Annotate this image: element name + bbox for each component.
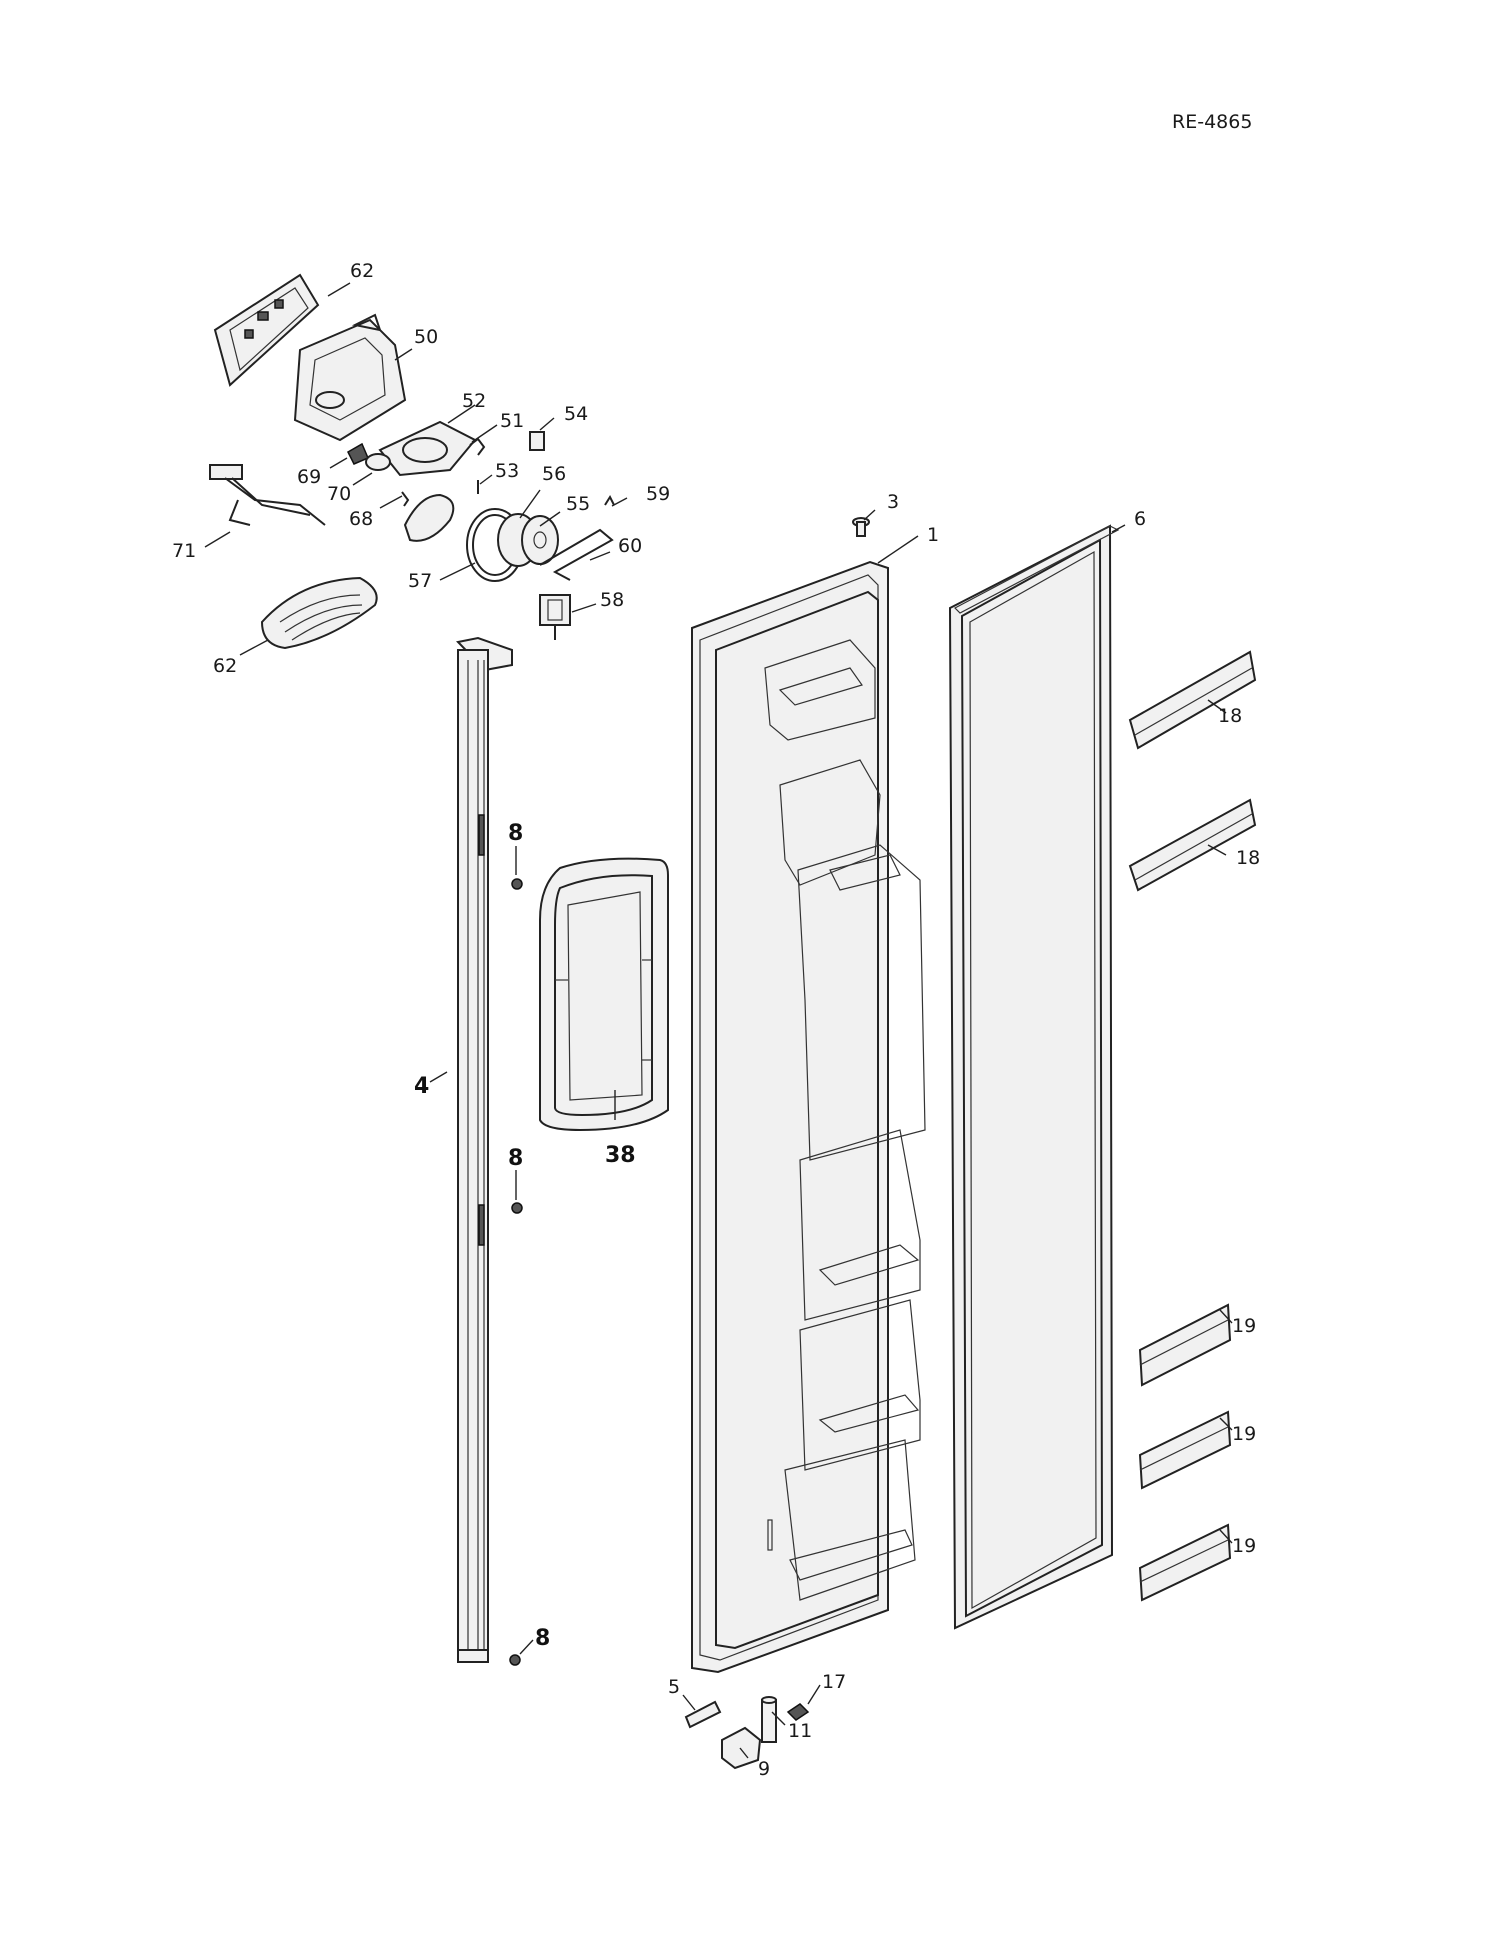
lamp-socket-part (347, 442, 391, 471)
bin-19c-part (1138, 1523, 1232, 1602)
door-gasket-part (948, 524, 1120, 1630)
bin-19b-part (1138, 1410, 1232, 1490)
callout-57: 57 (408, 570, 432, 592)
actuator-part (403, 493, 455, 542)
bin-18b-part (1128, 798, 1257, 892)
hinge-plate-part (684, 1700, 722, 1729)
callout-19-upper: 19 (1232, 1315, 1256, 1337)
callout-56: 56 (542, 463, 566, 485)
hinge-pin-part (761, 1696, 777, 1743)
spring-part (469, 437, 486, 456)
clip-part (401, 491, 410, 507)
callout-69: 69 (297, 466, 321, 488)
screw-8c (509, 1654, 521, 1666)
callout-62-top: 62 (350, 260, 374, 282)
callout-8-upper: 8 (508, 821, 523, 846)
wire-harness-part (209, 464, 326, 526)
bin-18a-part (1128, 650, 1257, 750)
callout-51: 51 (500, 410, 524, 432)
callout-19-middle: 19 (1232, 1423, 1256, 1445)
callout-60: 60 (618, 535, 642, 557)
control-panel-part (213, 273, 320, 387)
trim-strip-part (456, 636, 513, 1663)
callout-18-lower: 18 (1236, 847, 1260, 869)
cam-part (786, 1703, 810, 1721)
door-liner-part (691, 560, 926, 1674)
callout-62-bottom: 62 (213, 655, 237, 677)
callout-6: 6 (1134, 508, 1146, 530)
callout-11: 11 (788, 1720, 812, 1742)
callout-59: 59 (646, 483, 670, 505)
callout-4: 4 (414, 1074, 429, 1099)
callout-18-upper: 18 (1218, 705, 1242, 727)
dispenser-housing-part (293, 313, 407, 442)
callout-68: 68 (349, 508, 373, 530)
screw-8b (511, 1202, 523, 1214)
bracket-part (539, 528, 614, 581)
micro-switch-part (529, 431, 545, 451)
callout-58: 58 (600, 589, 624, 611)
callout-8-middle: 8 (508, 1146, 523, 1171)
callout-1: 1 (927, 524, 939, 546)
callout-52: 52 (462, 390, 486, 412)
callout-54: 54 (564, 403, 588, 425)
callout-70: 70 (327, 483, 351, 505)
callout-38: 38 (605, 1143, 636, 1168)
callout-53: 53 (495, 460, 519, 482)
screw-8a (511, 878, 523, 890)
solenoid-part (539, 594, 571, 640)
callout-9: 9 (758, 1758, 770, 1780)
bin-19a-part (1138, 1303, 1232, 1387)
callout-3: 3 (887, 491, 899, 513)
reference-code: RE-4865 (1172, 111, 1252, 133)
motor-part (466, 508, 559, 582)
callout-5: 5 (668, 1676, 680, 1698)
leader-lines (204, 282, 1233, 1759)
callout-17: 17 (822, 1671, 846, 1693)
top-screw-part (852, 517, 870, 537)
callout-55: 55 (566, 493, 590, 515)
callout-19-lower: 19 (1232, 1535, 1256, 1557)
callout-8-lower: 8 (535, 1626, 550, 1651)
screw-part (604, 494, 615, 506)
ice-chute-part (378, 420, 477, 477)
drip-tray-part (260, 576, 378, 650)
callout-50: 50 (414, 326, 438, 348)
callout-71: 71 (172, 540, 196, 562)
dispenser-frame-part (539, 857, 669, 1132)
hinge-block-part (721, 1726, 762, 1770)
